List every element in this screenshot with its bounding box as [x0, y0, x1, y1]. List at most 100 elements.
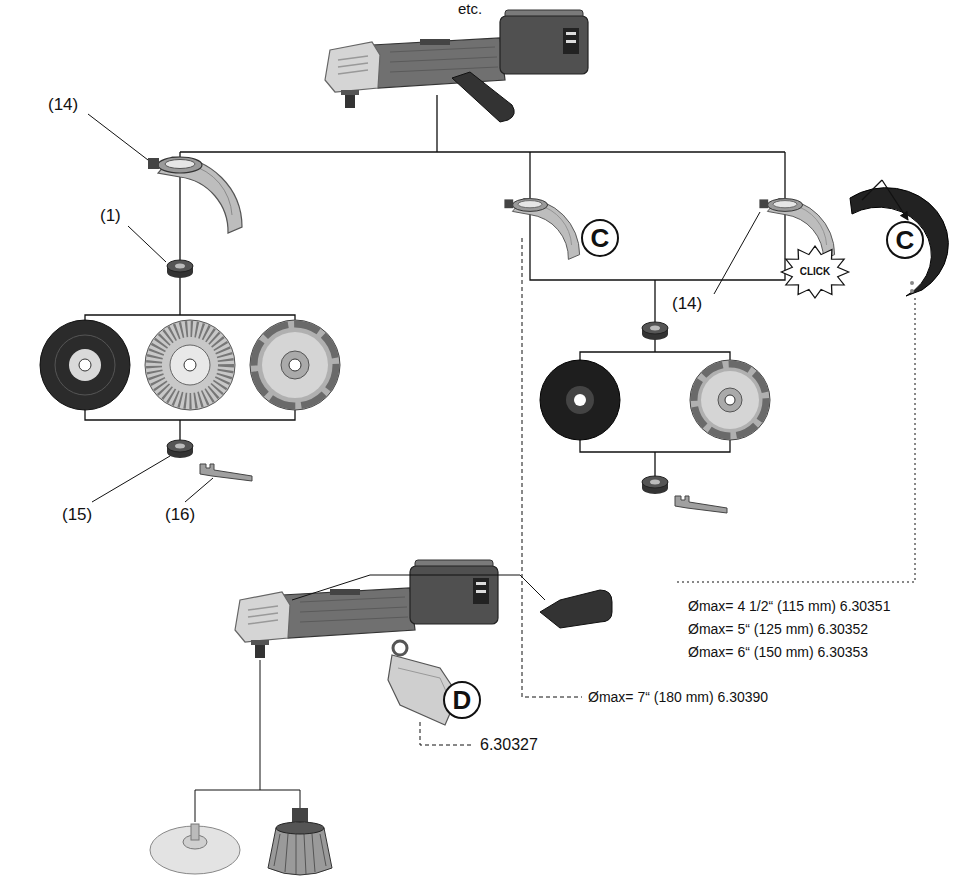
node-letter: C [591, 225, 610, 251]
node-letter: C [896, 227, 915, 253]
leader-lines [88, 114, 148, 160]
click-burst [781, 246, 849, 298]
part-number: 6.30327 [480, 736, 538, 754]
wire-cup-brush [274, 834, 326, 874]
guard-attachment [850, 180, 948, 296]
callout-number: (16) [165, 505, 195, 525]
diamond-blade [289, 359, 301, 371]
callout-number: (1) [100, 206, 121, 226]
clamping-nut [642, 476, 668, 494]
diamond-blade [281, 351, 309, 379]
leader-lines [195, 660, 300, 822]
angle-grinder [452, 72, 514, 122]
wire-cup-brush [268, 828, 332, 875]
dimension-label: Ømax= 5“ (125 mm) 6.30352 [688, 621, 868, 637]
wire-cup-brush [292, 808, 308, 822]
note-text: etc. [458, 0, 482, 17]
leader-lines [420, 722, 472, 745]
angle-grinder [325, 10, 588, 108]
leader-lines [714, 212, 760, 294]
diamond-blade [250, 320, 340, 410]
two-pin-spanner [675, 496, 727, 513]
node-letter: D [453, 687, 472, 713]
angle-grinder [325, 10, 588, 122]
click-text: CLICK [800, 266, 831, 278]
cutting-disc [540, 360, 620, 440]
assembly-lines [180, 95, 785, 198]
grinding-disc [69, 349, 101, 381]
click-burst [781, 246, 849, 298]
cutting-disc [540, 360, 620, 440]
wire-cup-brush [268, 808, 332, 875]
wire-cup-brush [276, 822, 324, 834]
letter-circle: C [886, 221, 924, 259]
flap-disc [170, 345, 210, 385]
flap-disc [184, 359, 196, 371]
grinding-disc [40, 320, 130, 410]
diamond-blade [254, 324, 336, 406]
side-handle [540, 590, 612, 628]
callout-number: (15) [62, 505, 92, 525]
grinding-disc [55, 335, 115, 395]
support-flange [167, 260, 193, 278]
cutting-guard [504, 199, 579, 260]
dimension-label: Ømax= 6“ (150 mm) 6.30353 [688, 644, 868, 660]
leader-lines [185, 478, 213, 502]
leader-lines [195, 575, 545, 822]
cutting-guard [759, 199, 834, 260]
support-flange [642, 322, 668, 340]
flap-disc [154, 329, 226, 401]
leader-lines [522, 238, 582, 697]
clamping-nut [167, 440, 193, 458]
diamond-blade [725, 395, 735, 405]
leader-lines [92, 456, 170, 502]
guard-attachment [910, 281, 914, 285]
dimension-label: Ømax= 4 1/2“ (115 mm) 6.30351 [688, 598, 890, 614]
letter-circle: C [581, 219, 619, 257]
diamond-blade [701, 371, 759, 429]
diamond-blade [694, 364, 766, 436]
callout-number: (14) [48, 95, 78, 115]
cutting-disc [574, 394, 586, 406]
two-pin-spanner [200, 464, 252, 481]
support-flange [642, 322, 668, 340]
clamping-nut [167, 440, 193, 458]
grinding-disc [40, 320, 130, 410]
diamond-blade [718, 388, 742, 412]
grinding-disc [79, 359, 91, 371]
diamond-blade [690, 360, 770, 440]
leader-lines [676, 298, 915, 582]
cutting-guard [759, 199, 834, 260]
support-flange [167, 260, 193, 278]
assembly-lines [85, 95, 785, 478]
diamond-blade [250, 320, 340, 410]
flap-disc [145, 320, 235, 410]
side-handle [540, 590, 612, 628]
guard-attachment [862, 180, 908, 220]
guard-attachment [850, 188, 948, 296]
two-pin-spanner [675, 496, 727, 513]
diamond-blade [690, 360, 770, 440]
wheel-guard [148, 157, 242, 233]
two-pin-spanner [200, 464, 252, 481]
letter-circle: D [443, 681, 481, 719]
cutting-guard [504, 199, 579, 260]
leader-lines [128, 226, 166, 262]
clamping-nut [642, 476, 668, 494]
assembly-lines [85, 173, 295, 440]
callout-number: (14) [672, 294, 702, 314]
cutting-disc [566, 386, 594, 414]
dimension-label: Ømax= 7“ (180 mm) 6.30390 [588, 689, 768, 705]
guard-attachment [910, 289, 914, 293]
backing-pad [150, 824, 240, 874]
flap-disc [145, 320, 235, 410]
leader-lines [292, 575, 545, 600]
wheel-guard [148, 157, 242, 233]
hand-guard [398, 668, 450, 700]
leader-lines [88, 114, 915, 745]
backing-pad [191, 824, 199, 840]
diamond-blade [262, 332, 328, 398]
hand-guard [393, 641, 407, 655]
